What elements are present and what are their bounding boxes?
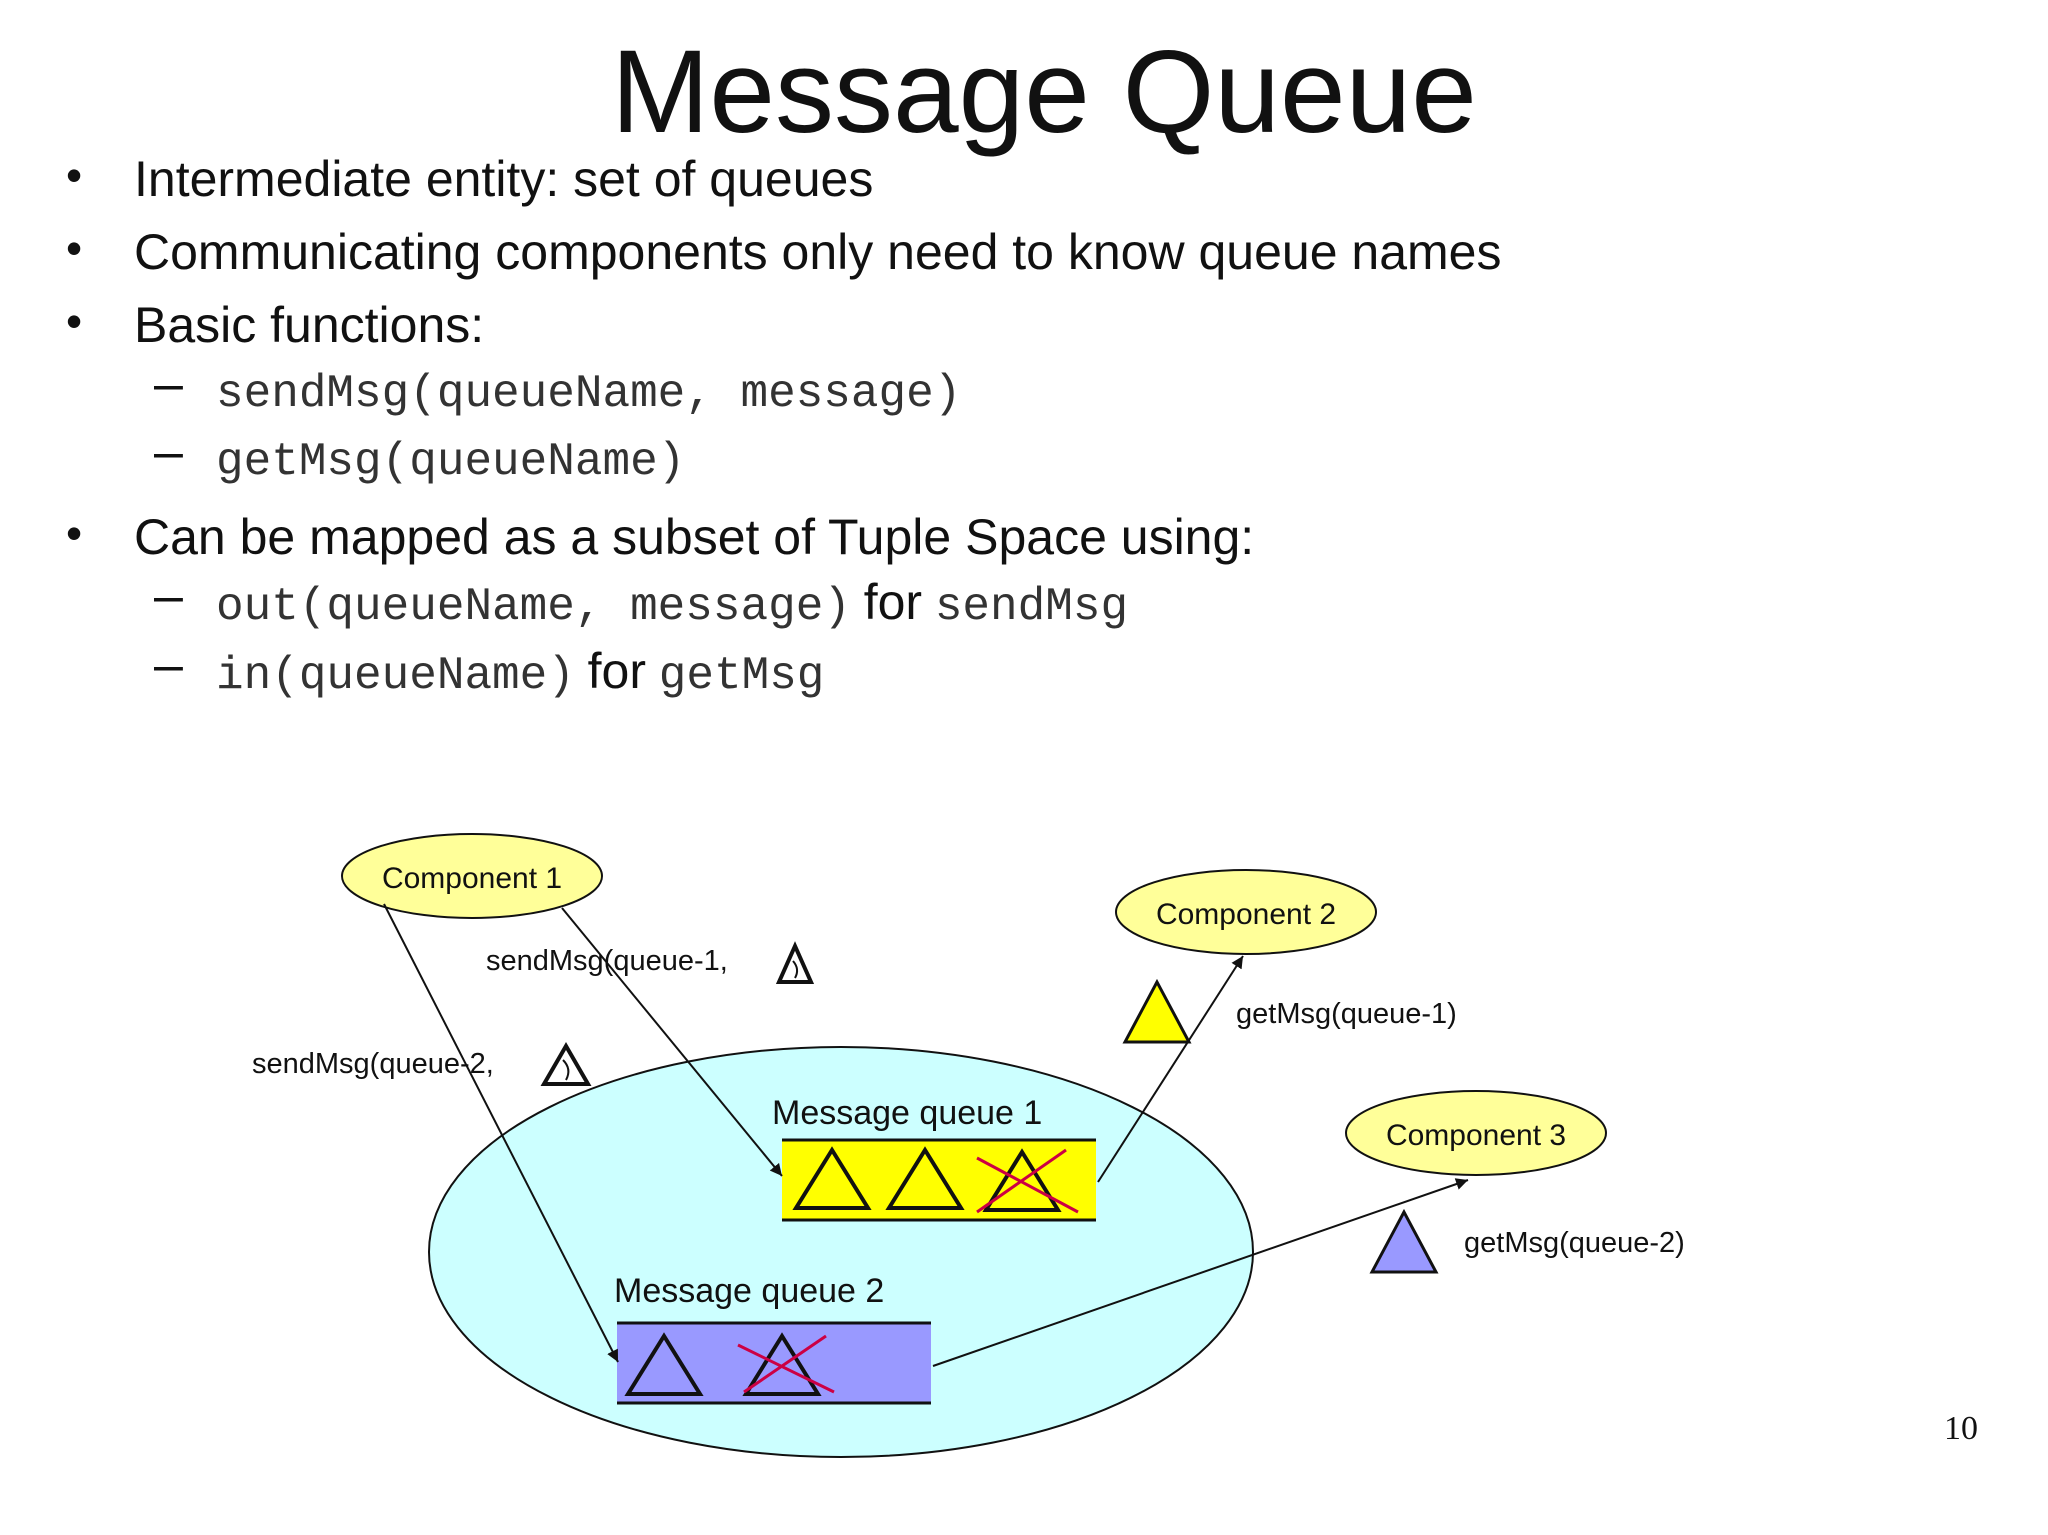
message-triangle-icon <box>792 1146 872 1210</box>
message-triangle-icon <box>775 941 815 984</box>
for-word: for <box>587 643 646 699</box>
dash-icon: – <box>154 636 183 694</box>
bullet-dot-icon: • <box>66 149 83 201</box>
bullet-dot-icon: • <box>66 507 83 559</box>
component-3: Component 3 <box>1345 1090 1607 1176</box>
bullet-item: • Can be mapped as a subset of Tuple Spa… <box>58 506 1958 568</box>
queue-1-label: Message queue 1 <box>772 1094 1042 1132</box>
send-queue-2-label: sendMsg(queue-2, <box>252 1048 494 1080</box>
sub-item-send: – sendMsg(queueName, message) <box>58 355 1958 424</box>
code-target: sendMsg <box>934 581 1129 633</box>
send-queue-1-arrow <box>561 907 783 1177</box>
sub-item-get: – getMsg(queueName) <box>58 423 1958 492</box>
sub-item-in: – in(queueName) for getMsg <box>58 636 1958 706</box>
retrieved-message-blue-icon <box>1369 1208 1439 1274</box>
component-3-label: Component 3 <box>1386 1119 1566 1152</box>
component-2-label: Component 2 <box>1156 898 1336 931</box>
for-word: for <box>863 574 923 630</box>
code-get: getMsg(queueName) <box>216 436 686 488</box>
sub-item-out: – out(queueName, message) for sendMsg <box>58 567 1958 637</box>
dash-icon: – <box>154 423 183 481</box>
bullet-item: • Communicating components only need to … <box>58 221 1958 283</box>
dash-icon: – <box>154 567 183 625</box>
bullet-text: Communicating components only need to kn… <box>134 224 1502 280</box>
message-triangle-icon <box>885 1146 965 1210</box>
code-send: sendMsg(queueName, message) <box>216 368 962 420</box>
bullet-dot-icon: • <box>66 295 83 347</box>
get-queue-2-label: getMsg(queue-2) <box>1464 1227 1685 1259</box>
component-2: Component 2 <box>1115 869 1377 955</box>
code-out: out(queueName, message) <box>216 581 851 633</box>
message-queue-1: Message queue 1 <box>772 1094 1096 1222</box>
cross-icon <box>976 1148 1079 1214</box>
message-triangle-icon <box>624 1332 704 1396</box>
code-in: in(queueName) <box>216 650 575 702</box>
bullet-dot-icon: • <box>66 222 83 274</box>
component-1-label: Component 1 <box>382 862 562 895</box>
send-queue-2-arrow <box>383 903 619 1363</box>
component-1: Component 1 <box>341 833 603 919</box>
get-queue-1-label: getMsg(queue-1) <box>1236 998 1457 1030</box>
bullet-text: Basic functions: <box>134 297 485 353</box>
page-number: 10 <box>1944 1410 1978 1447</box>
get-queue-1-arrow <box>1097 955 1244 1183</box>
cross-icon <box>737 1334 835 1394</box>
message-queue-2: Message queue 2 <box>614 1272 931 1405</box>
bullet-item: • Intermediate entity: set of queues <box>58 148 1958 210</box>
retrieved-message-yellow-icon <box>1122 978 1192 1044</box>
bullet-item: • Basic functions: <box>58 294 1958 356</box>
message-triangle-icon <box>982 1148 1062 1212</box>
send-queue-1-label: sendMsg(queue-1, <box>486 945 728 977</box>
code-target: getMsg <box>658 650 825 702</box>
slide-title: Message Queue <box>611 26 1477 158</box>
message-triangle-icon <box>742 1332 822 1396</box>
message-triangle-icon <box>540 1042 592 1086</box>
bullet-text: Intermediate entity: set of queues <box>134 151 874 207</box>
dash-icon: – <box>154 355 183 413</box>
queue-2-label: Message queue 2 <box>614 1272 884 1310</box>
bullet-list: • Intermediate entity: set of queues • C… <box>58 148 1958 710</box>
bullet-text: Can be mapped as a subset of Tuple Space… <box>134 509 1255 565</box>
get-queue-2-arrow <box>932 1178 1469 1367</box>
